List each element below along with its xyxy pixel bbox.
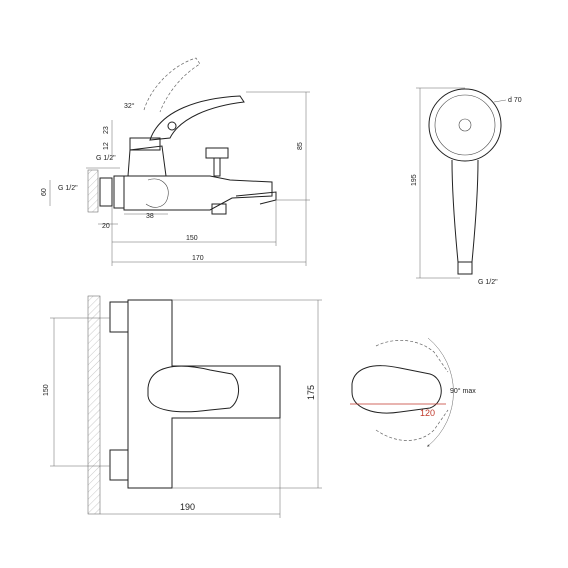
shower-nut <box>457 261 473 275</box>
dim-150-side-label: 150 <box>186 235 198 242</box>
diverter-knob <box>205 147 229 159</box>
cartridge-cap <box>129 137 161 151</box>
shower-head-outer <box>428 88 502 162</box>
front-view: 150 175 190 <box>43 295 322 518</box>
dim-38-label: 38 <box>146 213 154 220</box>
hose-outlet <box>211 203 227 215</box>
shower-head-inner <box>434 94 496 156</box>
thread-left-label: G 1/2" <box>58 185 78 192</box>
shower-handle <box>451 159 479 263</box>
dim-170-label: 170 <box>192 255 204 262</box>
lever-angle-label: 32° <box>124 102 135 110</box>
thread-top-label: G 1/2" <box>96 155 116 162</box>
dim-190-label: 190 <box>180 502 195 512</box>
lever-detail: 90° max 120 <box>350 337 476 447</box>
lever-screw <box>167 121 177 131</box>
rotation-arc <box>427 337 454 447</box>
body-contour <box>145 178 169 208</box>
dim-150-front-label: 150 <box>43 384 50 396</box>
dim-60-label: 60 <box>41 188 48 196</box>
dim-120-label: 120 <box>420 408 435 418</box>
connector-top <box>109 301 129 333</box>
dim-12-label: 12 <box>103 142 110 150</box>
diameter-label: d 70 <box>508 97 522 104</box>
dim-85-label: 85 <box>297 142 304 150</box>
hand-shower: 195 d 70 G 1/2" <box>411 87 522 286</box>
dim-175-label: 175 <box>306 385 316 400</box>
mixer-body-side <box>123 175 273 211</box>
side-view: 60 G 1/2" G 1/2" 32° 23 12 85 20 38 150 … <box>41 57 310 266</box>
lever-front <box>147 365 239 413</box>
lever-raised <box>143 57 201 113</box>
connector-bottom <box>109 449 129 481</box>
lever-top-view <box>351 365 442 414</box>
dim-23-label: 23 <box>103 126 110 134</box>
nut-right <box>113 175 125 209</box>
shower-head-center <box>458 118 472 132</box>
wall-hatch-side <box>87 169 99 213</box>
rotation-label: 90° max <box>450 387 476 395</box>
dim-195-label: 195 <box>411 174 418 186</box>
nut-left <box>99 177 113 207</box>
spout <box>235 191 277 205</box>
diameter-leader <box>493 99 507 103</box>
lever-side <box>149 95 245 141</box>
dim-20-label: 20 <box>102 223 110 230</box>
diverter-stem <box>213 157 221 177</box>
lever-rotated-bottom <box>375 409 449 441</box>
shower-thread-label: G 1/2" <box>478 279 498 286</box>
cartridge-column <box>127 145 167 177</box>
wall-hatch-front <box>87 295 101 515</box>
lever-rotated-top <box>375 340 449 373</box>
